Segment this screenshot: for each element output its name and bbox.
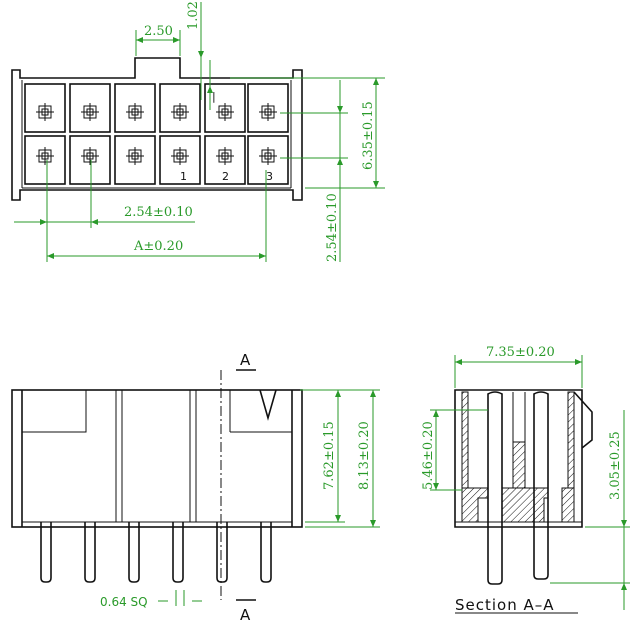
cavity — [159, 83, 201, 133]
dim-3-05-text: 3.05±0.25 — [608, 431, 623, 500]
front-pin — [84, 522, 96, 583]
cavity — [247, 135, 289, 185]
dim-0-64-sq: 0.64 SQ — [100, 590, 202, 609]
dim-6-35-text: 6.35±0.15 — [361, 101, 376, 170]
dim-2-54-bottom: 2.54±0.10 — [14, 160, 267, 262]
front-pin — [128, 522, 140, 583]
section-title: Section A–A — [455, 596, 555, 614]
dim-7-35: 7.35±0.20 — [454, 345, 583, 388]
top-view: 1 2 3 | 2.50 1.02 6.35±0.15 — [11, 1, 385, 262]
section-label-bottom: A — [240, 606, 251, 624]
dim-7-62: 7.62±0.15 — [300, 389, 380, 523]
dim-a-text: A±0.20 — [133, 239, 183, 254]
pin-label-3: 1 — [180, 170, 187, 183]
front-view: A A 7.62±0.15 8.13±0.20 0.64 SQ — [11, 351, 380, 624]
dim-a: A±0.20 — [47, 239, 266, 259]
section-label-top: A — [240, 351, 251, 369]
top-housing-outline — [11, 57, 303, 201]
dim-7-62-text: 7.62±0.15 — [322, 421, 337, 490]
cavity — [24, 83, 66, 133]
front-pins — [40, 522, 272, 583]
dim-7-35-text: 7.35±0.20 — [486, 345, 555, 360]
front-pin — [172, 522, 184, 583]
pin-label-2: 2 — [222, 170, 229, 183]
cavity — [24, 135, 66, 185]
dim-2-54-bottom-text: 2.54±0.10 — [124, 205, 193, 220]
cavity — [204, 135, 246, 185]
cavity — [69, 135, 111, 185]
dim-8-13: 8.13±0.20 — [305, 390, 380, 528]
dim-6-35: 6.35±0.15 — [230, 77, 385, 189]
dim-5-46-text: 5.46±0.20 — [421, 421, 436, 490]
section-housing — [454, 389, 583, 528]
dim-3-05: 3.05±0.25 — [550, 410, 630, 610]
front-body — [11, 389, 303, 528]
cavity — [114, 83, 156, 133]
cavity — [114, 135, 156, 185]
dim-8-13-text: 8.13±0.20 — [357, 421, 372, 490]
front-pin — [40, 522, 52, 583]
dim-0-64-sq-text: 0.64 SQ — [100, 595, 148, 609]
pin-label-1: 3 — [266, 170, 273, 183]
dim-2-54-side-text: 2.54±0.10 — [325, 193, 340, 262]
section-view: 7.35±0.20 5.46±0.20 — [421, 345, 630, 614]
cavity — [204, 83, 246, 133]
dim-2-54-side: 2.54±0.10 — [280, 80, 348, 262]
dim-1-02: 1.02 — [186, 1, 213, 110]
dim-2-50: 2.50 — [135, 24, 181, 56]
cavity — [159, 135, 201, 185]
front-pin — [260, 522, 272, 583]
dim-1-02-text: 1.02 — [186, 1, 201, 30]
dim-2-50-text: 2.50 — [144, 24, 173, 39]
cavity — [69, 83, 111, 133]
top-cavities — [24, 83, 289, 185]
latch-mark: | — [212, 90, 216, 103]
cavity — [247, 83, 289, 133]
dim-5-46: 5.46±0.20 — [421, 409, 488, 491]
front-pin — [216, 522, 228, 583]
